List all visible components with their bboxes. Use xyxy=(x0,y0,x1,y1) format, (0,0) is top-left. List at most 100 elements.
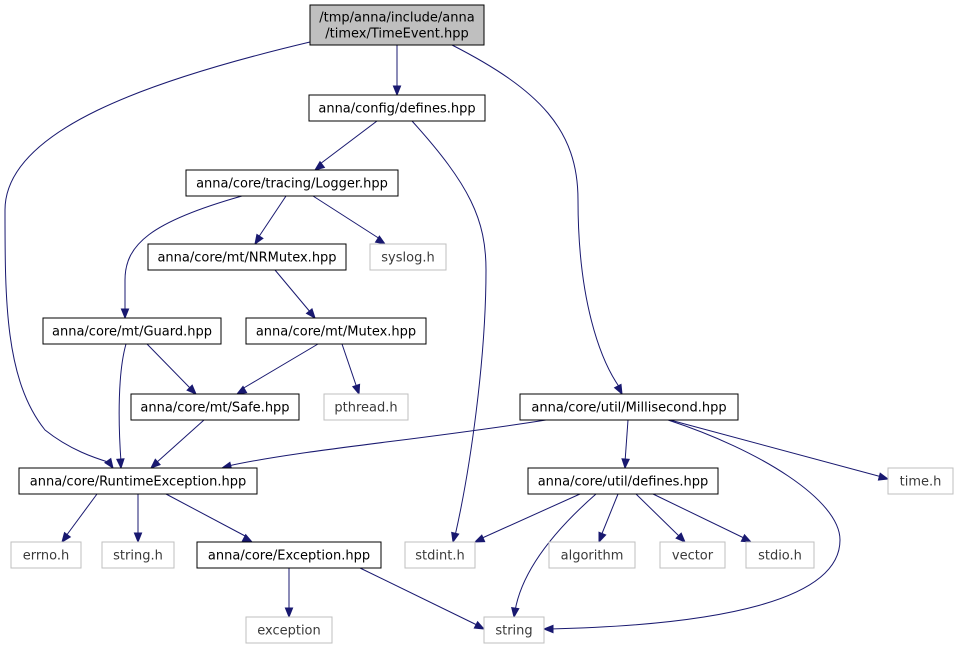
edge-arrowhead xyxy=(877,472,890,481)
node-config-defines[interactable]: anna/config/defines.hpp xyxy=(308,94,486,122)
node-runtimeexception[interactable]: anna/core/RuntimeException.hpp xyxy=(18,467,258,495)
edge-arrowhead xyxy=(473,620,486,630)
node-util-defines[interactable]: anna/core/util/defines.hpp xyxy=(527,467,719,495)
edge-util-defines-to-stdint xyxy=(473,493,581,543)
edge-arrowhead xyxy=(374,235,387,245)
node-syslog: syslog.h xyxy=(369,243,447,271)
edge-arrowhead xyxy=(305,307,316,320)
edge-arrowhead xyxy=(542,624,554,634)
edge-timeevent-to-runtimeexception xyxy=(4,41,311,470)
node-label: string.h xyxy=(113,549,163,564)
edge-arrowhead xyxy=(451,531,460,544)
node-label: algorithm xyxy=(561,549,624,564)
node-box xyxy=(369,243,447,271)
node-box xyxy=(404,541,476,569)
edge-line xyxy=(124,195,243,312)
edge-guard-to-runtimeexception xyxy=(116,343,127,470)
node-box xyxy=(185,169,399,197)
node-label: anna/core/tracing/Logger.hpp xyxy=(196,177,388,192)
edge-config-defines-to-stdint xyxy=(411,120,487,544)
edge-runtimeexception-to-string-h xyxy=(133,494,143,544)
edge-arrowhead xyxy=(392,85,402,97)
edge-util-defines-to-stdio xyxy=(652,493,753,543)
nodes-layer: /tmp/anna/include/anna/timex/TimeEvent.h… xyxy=(10,4,954,644)
edge-util-defines-to-string xyxy=(511,493,597,619)
edge-line xyxy=(341,343,358,389)
edge-arrowhead xyxy=(120,308,130,320)
node-label: exception xyxy=(257,624,321,639)
edge-arrowhead xyxy=(104,457,114,470)
node-mutex[interactable]: anna/core/mt/Mutex.hpp xyxy=(245,317,427,345)
node-label: syslog.h xyxy=(381,251,434,266)
node-errno: errno.h xyxy=(10,541,82,569)
edge-exception-hpp-to-exception xyxy=(284,568,294,619)
node-logger[interactable]: anna/core/tracing/Logger.hpp xyxy=(185,169,399,197)
node-box xyxy=(323,393,409,421)
edge-line xyxy=(411,120,487,537)
edge-line xyxy=(274,269,312,314)
node-box xyxy=(659,541,726,569)
edge-millisecond-to-runtimeexception xyxy=(220,419,547,470)
node-box xyxy=(196,541,382,569)
edge-millisecond-to-util-defines xyxy=(621,419,630,470)
edge-arrowhead xyxy=(186,384,197,395)
edge-arrowhead xyxy=(351,383,361,396)
edge-util-defines-to-vector xyxy=(635,493,686,543)
edge-line xyxy=(146,343,192,390)
node-box xyxy=(130,393,300,421)
edge-millisecond-to-string xyxy=(542,419,841,634)
node-string: string xyxy=(483,616,545,644)
edge-util-defines-to-algorithm xyxy=(598,493,619,544)
node-box xyxy=(101,541,175,569)
edge-line xyxy=(155,419,205,464)
node-safe[interactable]: anna/core/mt/Safe.hpp xyxy=(130,393,300,421)
node-exception: exception xyxy=(245,616,333,644)
edge-runtimeexception-to-exception-hpp xyxy=(165,493,254,543)
node-vector: vector xyxy=(659,541,726,569)
edge-arrowhead xyxy=(473,534,486,543)
node-timeevent[interactable]: /tmp/anna/include/anna/timex/TimeEvent.h… xyxy=(309,4,485,46)
edge-line xyxy=(257,195,287,239)
node-stdio: stdio.h xyxy=(745,541,815,569)
node-label: anna/core/util/Millisecond.hpp xyxy=(531,401,726,416)
edge-line xyxy=(359,567,480,627)
node-label: anna/config/defines.hpp xyxy=(318,102,475,117)
edge-line xyxy=(227,419,547,467)
edge-line xyxy=(451,44,621,389)
edge-mutex-to-pthread xyxy=(341,343,361,396)
edge-timeevent-to-millisecond xyxy=(451,44,623,396)
edge-nrmutex-to-mutex xyxy=(274,269,316,320)
edge-runtimeexception-to-errno xyxy=(61,493,98,544)
edge-line xyxy=(4,41,311,464)
node-label: errno.h xyxy=(23,549,70,564)
edge-arrowhead xyxy=(613,383,623,396)
edge-line xyxy=(118,343,127,463)
edge-arrowhead xyxy=(235,385,248,395)
edge-arrowhead xyxy=(740,533,753,543)
node-exception-hpp[interactable]: anna/core/Exception.hpp xyxy=(196,541,382,569)
edge-arrowhead xyxy=(284,607,294,619)
node-nrmutex[interactable]: anna/core/mt/NRMutex.hpp xyxy=(147,243,347,271)
node-box xyxy=(519,393,739,421)
node-label: stdio.h xyxy=(758,549,802,564)
node-box xyxy=(745,541,815,569)
edge-logger-to-syslog xyxy=(312,195,387,245)
edge-guard-to-safe xyxy=(146,343,197,395)
edge-arrowhead xyxy=(511,607,520,619)
edge-arrowhead xyxy=(61,531,72,544)
edge-arrowhead xyxy=(116,458,125,470)
node-label: stdint.h xyxy=(415,549,464,564)
edge-arrowhead xyxy=(254,233,264,246)
node-label: vector xyxy=(672,549,714,564)
node-box xyxy=(548,541,636,569)
node-algorithm: algorithm xyxy=(548,541,636,569)
node-label: anna/core/mt/Mutex.hpp xyxy=(256,325,416,340)
node-box xyxy=(10,541,82,569)
node-label: anna/core/mt/Guard.hpp xyxy=(52,325,212,340)
node-millisecond[interactable]: anna/core/util/Millisecond.hpp xyxy=(519,393,739,421)
node-box xyxy=(42,317,222,345)
node-guard[interactable]: anna/core/mt/Guard.hpp xyxy=(42,317,222,345)
node-label: anna/core/util/defines.hpp xyxy=(538,475,709,490)
node-label: pthread.h xyxy=(334,401,397,416)
